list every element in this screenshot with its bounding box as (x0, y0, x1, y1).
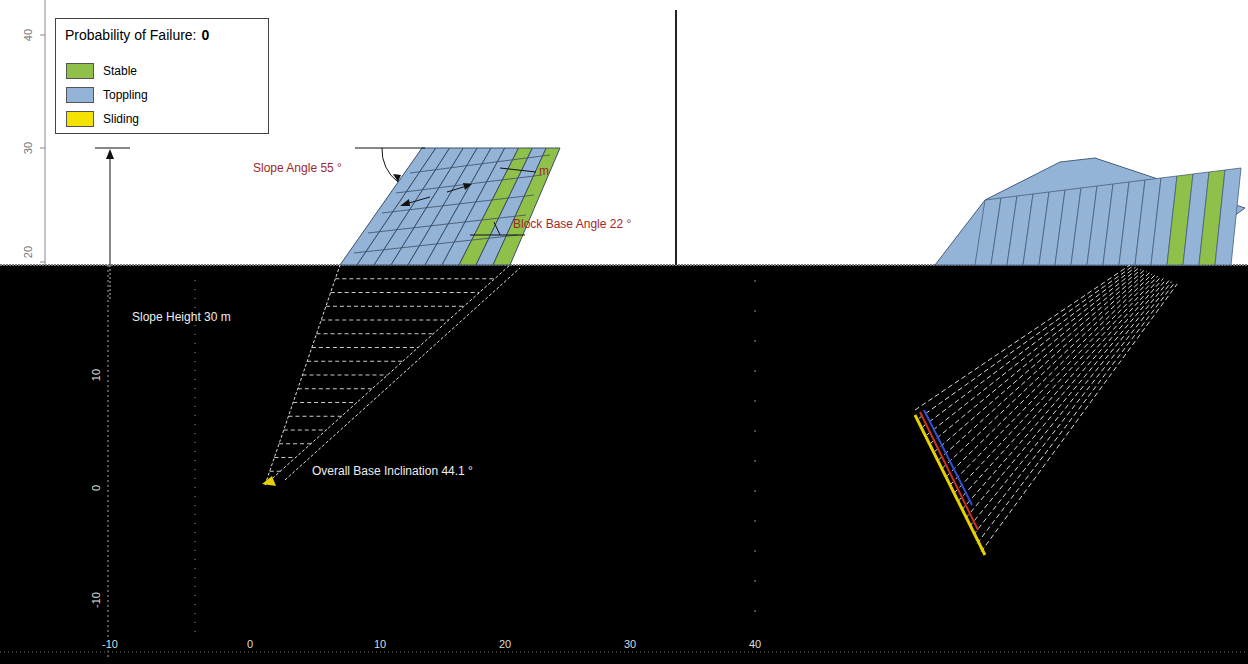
legend-title: Probability of Failure: (65, 27, 197, 43)
axis-tick: 0 (90, 483, 103, 493)
axis-tick: 30 (622, 638, 638, 651)
axis-tick: -10 (100, 638, 120, 651)
legend-swatch (66, 111, 94, 127)
legend-text: Toppling (103, 88, 148, 102)
axis-tick: 20 (497, 638, 513, 651)
axis-tick: 0 (245, 638, 255, 651)
legend-swatch (66, 87, 94, 103)
legend-swatch (66, 63, 94, 79)
angle-label: Slope Angle 55 ° (253, 162, 342, 176)
axis-tick: 20 (22, 246, 35, 258)
legend-text: Sliding (103, 112, 139, 126)
height-label: Slope Height 30 m (130, 311, 233, 325)
legend-text: Stable (103, 64, 137, 78)
axis-tick: 10 (90, 367, 103, 383)
axis-tick: 40 (22, 29, 35, 41)
failure-probability: 0 (202, 27, 210, 43)
axis-tick: -10 (90, 590, 103, 610)
angle-label: Overall Base Inclination 44.1 ° (310, 465, 475, 479)
axis-tick: 40 (747, 638, 763, 651)
angle-label: Block Base Angle 22 ° (513, 218, 631, 232)
axis-tick: 10 (372, 638, 388, 651)
axis-tick: 30 (22, 142, 35, 154)
dimension-label: m (539, 165, 549, 179)
